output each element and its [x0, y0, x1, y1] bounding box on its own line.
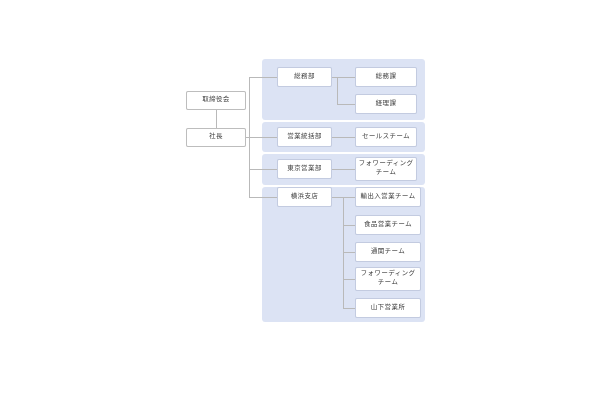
node-team-import-export-sales[interactable]: 輸出入営業チーム	[355, 187, 421, 207]
node-label: 取締役会	[202, 96, 230, 104]
connector-trunk-to-general-affairs	[249, 77, 277, 78]
node-label: 総務部	[294, 72, 315, 80]
node-label: 輸出入営業チーム	[360, 192, 416, 200]
node-label: セールスチーム	[361, 132, 411, 140]
connector-to-forwarding-team-yokohama	[343, 279, 355, 280]
node-team-forwarding-team-yokohama[interactable]: フォワーディング チーム	[355, 267, 421, 291]
node-team-yamashita-office[interactable]: 山下営業所	[355, 298, 421, 318]
connector-to-yamashita-office	[343, 308, 355, 309]
connector-trunk-to-tokyo-sales	[249, 169, 277, 170]
node-department-yokohama-branch[interactable]: 横浜支店	[277, 187, 332, 207]
connector-to-food-sales-team	[343, 225, 355, 226]
connector-sales-management-stub	[332, 137, 355, 138]
connector-general-affairs-trunk	[337, 77, 338, 104]
node-label: 通関チーム	[370, 247, 406, 255]
node-board-of-directors[interactable]: 取締役会	[186, 91, 246, 110]
node-label: フォワーディング チーム	[360, 270, 416, 286]
connector-to-general-affairs-section	[337, 77, 355, 78]
connector-trunk-to-sales-management	[249, 137, 277, 138]
connector-to-accounting-section	[337, 104, 355, 105]
node-team-general-affairs-section[interactable]: 総務課	[355, 67, 417, 87]
node-department-sales-management[interactable]: 営業統括部	[277, 127, 332, 147]
node-team-accounting-section[interactable]: 経理課	[355, 94, 417, 114]
node-team-sales-team[interactable]: セールスチーム	[355, 127, 417, 147]
node-label: 営業統括部	[287, 132, 322, 140]
node-label: 横浜支店	[290, 192, 319, 200]
connector-trunk-to-yokohama-branch	[249, 197, 277, 198]
connector-yokohama-stub	[332, 197, 350, 198]
node-label: 山下営業所	[370, 303, 406, 311]
node-department-general-affairs[interactable]: 総務部	[277, 67, 332, 87]
node-department-tokyo-sales[interactable]: 東京営業部	[277, 159, 332, 179]
connector-to-customs-team	[343, 252, 355, 253]
node-label: 総務課	[375, 72, 397, 80]
node-label: フォワーディング チーム	[358, 160, 414, 176]
node-president[interactable]: 社長	[186, 128, 246, 147]
node-label: 経理課	[375, 99, 397, 107]
node-label: 食品営業チーム	[363, 220, 413, 228]
node-label: 東京営業部	[287, 164, 322, 172]
node-team-customs-clearance[interactable]: 通関チーム	[355, 242, 421, 262]
node-team-forwarding-team-tokyo[interactable]: フォワーディング チーム	[355, 157, 417, 181]
connector-board-to-president	[216, 110, 217, 128]
node-team-food-sales[interactable]: 食品営業チーム	[355, 215, 421, 235]
node-label: 社長	[209, 133, 223, 141]
connector-to-import-export-team	[343, 197, 355, 198]
connector-tokyo-sales-stub	[332, 169, 355, 170]
